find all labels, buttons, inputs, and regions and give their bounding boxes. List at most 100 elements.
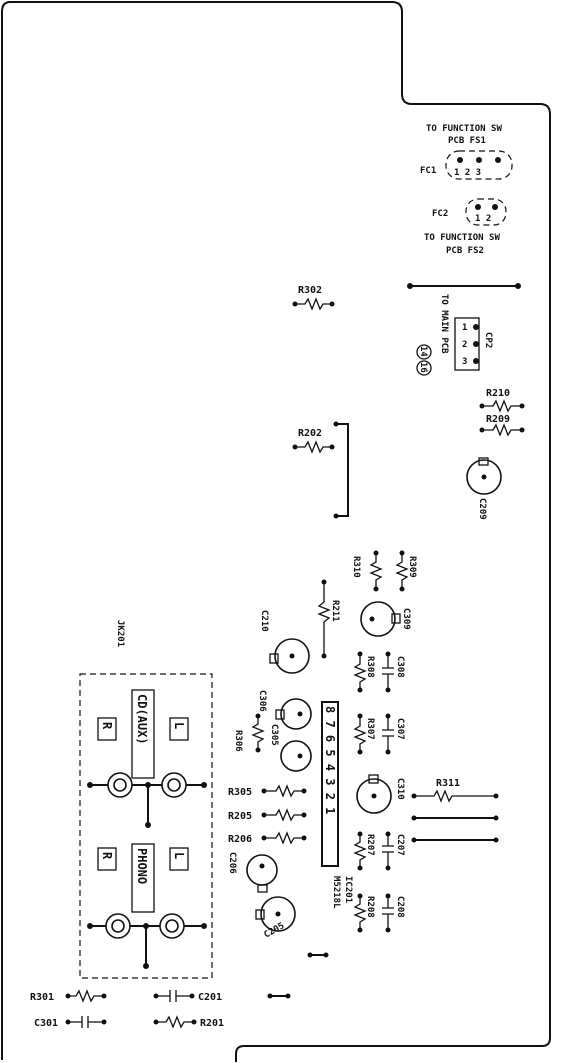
label-to-function-sw-2: TO FUNCTION SW — [424, 233, 500, 243]
pad — [145, 822, 151, 828]
fc2-pin-labels: 1 2 — [475, 214, 491, 224]
capacitor-c206 — [246, 854, 278, 886]
resistor-r302 — [295, 297, 332, 311]
pad — [385, 865, 391, 871]
fc2-pin-2 — [492, 204, 498, 210]
pad — [201, 782, 207, 788]
capacitor-c201 — [156, 990, 192, 1002]
capacitor-c207 — [382, 834, 394, 868]
label-r-bottom: R — [100, 852, 114, 860]
label-r308: R308 — [365, 656, 375, 678]
label-r301: R301 — [30, 992, 54, 1003]
resistor-r210 — [482, 399, 522, 413]
pad — [385, 749, 391, 755]
pad — [255, 747, 261, 753]
pad — [399, 586, 405, 592]
pad — [411, 815, 417, 821]
label-cp2: CP2 — [483, 332, 493, 348]
label-m5218l: M5218L — [331, 876, 341, 909]
pad — [373, 586, 379, 592]
trace-r202 — [336, 423, 349, 517]
label-r305: R305 — [228, 787, 252, 798]
resistor-r205 — [264, 808, 304, 822]
pad — [493, 815, 499, 821]
pad — [357, 749, 363, 755]
resistor-r306 — [251, 716, 265, 750]
label-c309: C309 — [401, 608, 411, 630]
pad — [333, 513, 339, 519]
resistor-r309 — [395, 553, 409, 589]
label-r207: R207 — [365, 834, 375, 856]
pad — [101, 1019, 107, 1025]
pad — [385, 927, 391, 933]
cp2-pin-label-1: 1 — [462, 323, 467, 333]
resistor-r206 — [264, 831, 304, 845]
c310-polarity — [368, 774, 379, 784]
capacitor-c308 — [382, 654, 394, 690]
label-jk201: JK201 — [115, 620, 125, 647]
ic201-chip — [321, 701, 339, 867]
label-c206: C206 — [227, 852, 237, 874]
pad — [323, 952, 329, 958]
pad — [301, 788, 307, 794]
cd-aux-box — [131, 689, 155, 779]
pad — [297, 753, 303, 759]
pad — [321, 653, 327, 659]
resistor-r307 — [353, 716, 367, 752]
r-box-bottom — [97, 847, 117, 871]
main-pcb-16-circle — [416, 360, 432, 376]
cp2-pin-3 — [473, 358, 479, 364]
pad — [493, 837, 499, 843]
label-c210: C210 — [259, 610, 269, 632]
pad — [329, 301, 335, 307]
pad — [267, 993, 273, 999]
pad — [87, 782, 93, 788]
label-fc2: FC2 — [432, 209, 448, 219]
cp2-pin-label-3: 3 — [462, 357, 467, 367]
pad — [301, 812, 307, 818]
pad — [515, 283, 521, 289]
label-r211: R211 — [330, 600, 340, 622]
label-r208: R208 — [365, 896, 375, 918]
label-r311: R311 — [436, 778, 460, 789]
resistor-r311 — [414, 789, 496, 803]
r-box-top — [97, 717, 117, 741]
label-r310: R310 — [351, 556, 361, 578]
jack-phono-r-inner — [111, 919, 125, 933]
capacitor-c208 — [382, 896, 394, 930]
c206-polarity — [257, 884, 268, 893]
label-r206: R206 — [228, 834, 252, 845]
label-r205: R205 — [228, 811, 252, 822]
label-r309: R309 — [407, 556, 417, 578]
pad — [101, 993, 107, 999]
jack-cd-l-inner — [167, 778, 181, 792]
label-phono: PHONO — [135, 848, 149, 884]
label-c306: C306 — [257, 690, 267, 712]
c209-polarity — [478, 457, 489, 466]
label-c201: C201 — [198, 992, 222, 1003]
pad — [493, 793, 499, 799]
c309-polarity — [391, 613, 401, 624]
label-c308: C308 — [395, 656, 405, 678]
label-fc1: FC1 — [420, 166, 436, 176]
pad — [371, 793, 377, 799]
pad — [519, 427, 525, 433]
label-r307: R307 — [365, 718, 375, 740]
fc1-pin-1 — [457, 157, 463, 163]
fc1-pin-labels: 1 2 3 — [454, 168, 481, 178]
label-c310: C310 — [395, 778, 405, 800]
label-ic201: IC201 — [343, 876, 353, 903]
pad — [385, 687, 391, 693]
label-r201: R201 — [200, 1018, 224, 1029]
resistor-r202 — [295, 440, 332, 454]
resistor-r211 — [317, 582, 331, 656]
fc2-pin-1 — [475, 204, 481, 210]
resistor-r305 — [264, 784, 304, 798]
capacitor-c301 — [68, 1016, 104, 1028]
capacitor-c309 — [360, 601, 396, 637]
pad — [519, 403, 525, 409]
label-cd-aux: CD(AUX) — [135, 694, 149, 745]
pad — [143, 963, 149, 969]
cp2-pin-1 — [473, 324, 479, 330]
